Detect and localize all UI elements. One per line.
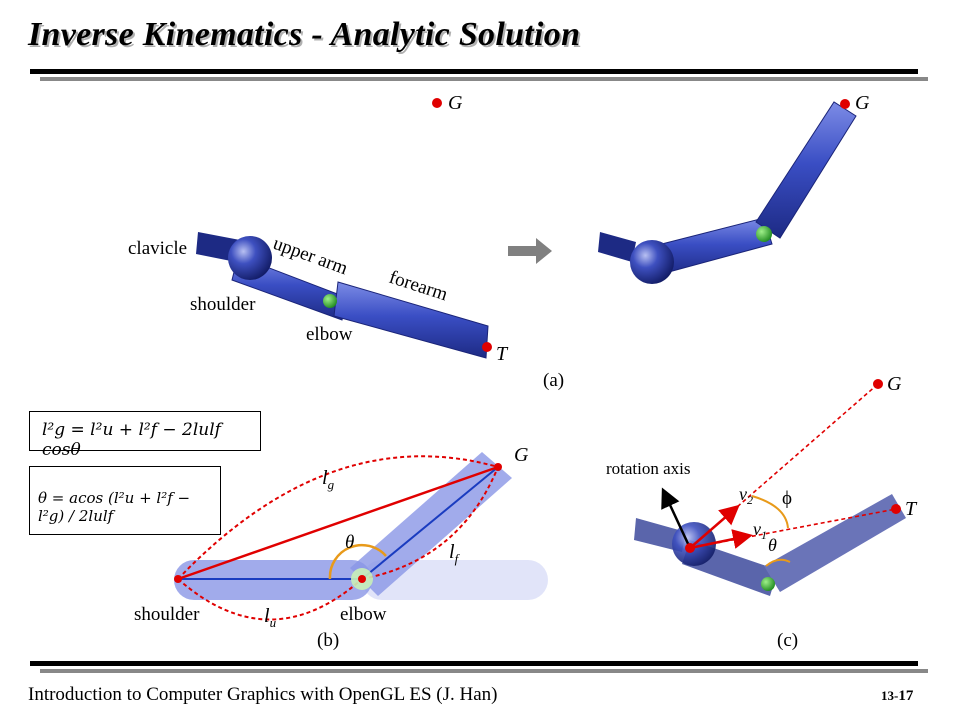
top-rule-shadow (40, 77, 928, 81)
shoulder-point-b (174, 575, 182, 583)
forearm-shape-solved (755, 101, 857, 239)
lg-line (177, 465, 499, 581)
target-label-c: T (905, 498, 918, 520)
shoulder-joint-solved (630, 240, 674, 284)
lg-label: lg (322, 467, 335, 492)
goal-point-b (494, 463, 502, 471)
v2-arrow (689, 504, 740, 549)
shoulder-label-a: shoulder (190, 294, 256, 315)
goal-label-a2: G (855, 92, 870, 114)
panel-a-solved-arm (598, 99, 857, 284)
theta-formula-equation: θ = acos (l²u + l²f − l²g) / 2lulf (38, 489, 191, 525)
goal-point-c (873, 379, 883, 389)
caption-b: (b) (317, 630, 339, 651)
clavicle-shape-solved (598, 232, 636, 262)
elbow-joint-c (761, 577, 775, 591)
theta-formula-box: θ = acos (l²u + l²f − l²g) / 2lulf (29, 466, 221, 535)
target-point-c (891, 504, 901, 514)
rotation-axis-arrow (661, 487, 692, 549)
forearm-ghost (362, 560, 548, 600)
v2-label: v2 (739, 484, 753, 507)
transition-arrow (508, 238, 552, 264)
lu-arc (177, 578, 363, 621)
goal-point-a2 (840, 99, 850, 109)
phi-arc (751, 495, 789, 529)
theta-arc-b (328, 543, 387, 580)
top-rule (30, 69, 918, 74)
theta-label-c: θ (768, 535, 777, 555)
lg-arc (177, 455, 499, 580)
elbow-label-a: elbow (306, 324, 353, 345)
forearm-shape-c (764, 494, 906, 592)
caption-c: (c) (777, 630, 798, 651)
lf-arc (361, 466, 499, 580)
goal-label-c: G (887, 373, 902, 395)
elbow-joint (323, 294, 337, 308)
lf-label: lf (449, 541, 461, 566)
v1-arrow (689, 529, 753, 550)
panel-c-geometry (634, 379, 906, 596)
theta-label-b: θ (345, 532, 354, 553)
law-of-cosines-box: l²g = l²u + l²f − 2lulf cosθ (29, 411, 261, 460)
goal-point-a1 (432, 98, 442, 108)
lf-line (361, 466, 499, 580)
elbow-joint-solved (756, 226, 772, 242)
shoulder-joint (228, 236, 272, 280)
bottom-rule (30, 661, 918, 666)
slide-title: Inverse Kinematics - Analytic Solution (28, 16, 581, 53)
phi-label: ϕ (782, 488, 792, 509)
lu-label: lu (264, 605, 277, 630)
theta-arc-c (765, 558, 791, 567)
caption-a: (a) (543, 370, 564, 391)
panel-a-initial-arm (196, 232, 492, 359)
panel-b-geometry (174, 452, 548, 621)
bottom-rule-shadow (40, 669, 928, 673)
target-label-a: T (496, 343, 509, 365)
origin-point-c (685, 543, 695, 553)
upper-arm-label: upper arm (270, 233, 350, 279)
elbow-label-b: elbow (340, 604, 387, 625)
v1-label: v1 (753, 519, 767, 542)
rotation-axis-label: rotation axis (606, 459, 691, 478)
goal-label-b: G (514, 444, 529, 466)
goal-label-a1: G (448, 92, 463, 114)
target-point (482, 342, 492, 352)
clavicle-label: clavicle (128, 238, 187, 259)
footer-credit: Introduction to Computer Graphics with O… (28, 684, 498, 705)
page-number: 13-17 (881, 688, 914, 704)
elbow-point-b (358, 575, 366, 583)
shoulder-label-b: shoulder (134, 604, 200, 625)
law-of-cosines-equation: l²g = l²u + l²f − 2lulf cosθ (42, 420, 221, 460)
